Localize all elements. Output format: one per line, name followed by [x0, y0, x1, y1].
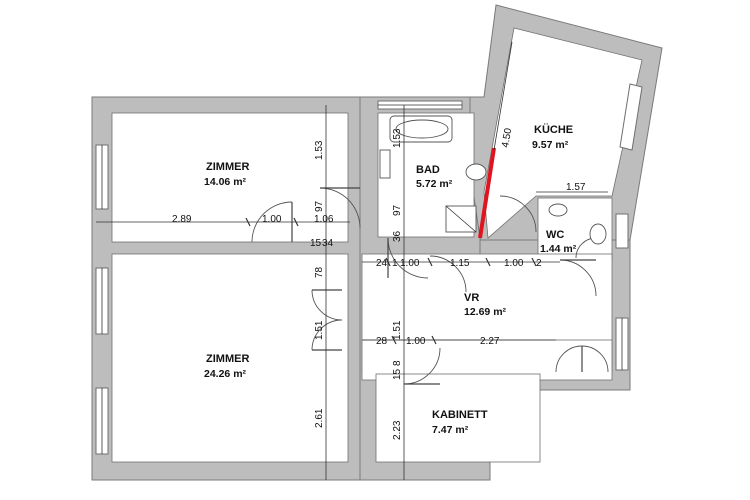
door-vr [429, 255, 467, 293]
door-bad [387, 237, 429, 279]
dim-151-left: 1.51 [314, 320, 325, 340]
toilet-bad [465, 163, 487, 181]
room-name-wc: WC [546, 229, 564, 241]
dim-106: 1.06 [314, 214, 334, 225]
dim-100-lower: 1.00 [406, 336, 426, 347]
door-zimmer-top-hall [319, 187, 361, 229]
window-kueche [619, 83, 643, 151]
windows [95, 83, 643, 455]
room-area-zimmer-top: 14.06 m² [204, 176, 247, 188]
dim-157: 1.57 [566, 182, 586, 193]
highlight-wall [478, 147, 496, 239]
doors [251, 187, 609, 385]
dimension-lines [96, 41, 608, 480]
room-area-bad: 5.72 m² [416, 178, 453, 190]
door-kueche [499, 195, 537, 233]
dim-151-vr: 1.51 [392, 320, 403, 340]
dim-78: 78 [314, 266, 325, 278]
dim-1: 1 [392, 258, 398, 269]
toilet-wc [589, 223, 607, 245]
dim-34: 34 [322, 238, 334, 249]
dim-261: 2.61 [314, 408, 325, 428]
dim-153-left: 1.53 [314, 140, 325, 160]
dim-223: 2.23 [392, 420, 403, 440]
washbasin-bad [379, 149, 391, 179]
room-area-kueche: 9.57 m² [532, 139, 569, 151]
window-right-1 [615, 213, 629, 249]
dim-8: 8 [392, 360, 403, 366]
room-area-vr: 12.69 m² [464, 306, 507, 318]
room-labels: ZIMMER 14.06 m² ZIMMER 24.26 m² BAD 5.72… [204, 123, 577, 436]
door-entrance-2 [581, 345, 609, 373]
dim-227: 2.27 [480, 336, 500, 347]
room-name-kabinett: KABINETT [432, 409, 488, 421]
dim-450: 4.50 [500, 127, 514, 149]
room-area-wc: 1.44 m² [540, 243, 577, 255]
room-name-kueche: KÜCHE [534, 123, 573, 136]
room-zimmer-bottom-floor [111, 253, 349, 463]
room-zimmer-top-floor [111, 112, 349, 243]
room-name-zimmer-bottom: ZIMMER [206, 353, 249, 365]
dim-100-top: 1.00 [262, 214, 282, 225]
dim-100-corridor-1: 1.00 [400, 258, 420, 269]
dim-24: 24 [376, 258, 388, 269]
door-zimmer-bottom [311, 289, 343, 321]
room-name-bad: BAD [416, 164, 440, 176]
fixtures [379, 115, 607, 245]
room-area-kabinett: 7.47 m² [432, 424, 469, 436]
dim-289: 2.89 [172, 214, 192, 225]
dim-97-left: 97 [314, 200, 325, 212]
door-zimmer-bottom-2 [311, 319, 343, 351]
room-name-zimmer-top: ZIMMER [206, 161, 249, 173]
room-kabinett-floor [375, 373, 541, 463]
room-area-zimmer-bottom: 24.26 m² [204, 368, 247, 380]
dim-115: 1.15 [450, 258, 470, 269]
door-vr-right [559, 259, 597, 297]
dim-2: 2 [536, 258, 542, 269]
dim-36: 36 [392, 230, 403, 242]
room-kueche-floor [483, 27, 643, 239]
dim-15: 15 [310, 238, 322, 249]
dim-100-corridor-2: 1.00 [504, 258, 524, 269]
door-zimmer-top [251, 201, 293, 243]
dim-28: 28 [376, 336, 388, 347]
room-name-vr: VR [464, 292, 479, 304]
dim-153-bad: 1.53 [392, 128, 403, 148]
bathtub-basin [395, 119, 449, 139]
washbasin-wc [548, 203, 568, 217]
dim-15-kabinett: 15 [392, 368, 403, 380]
dimension-labels: 2.89 1.00 1.06 1.53 97 15 34 78 1.51 2.6… [172, 127, 586, 440]
door-entrance-1 [555, 345, 583, 373]
door-kabinett [403, 347, 441, 385]
dim-97-bad: 97 [392, 204, 403, 216]
